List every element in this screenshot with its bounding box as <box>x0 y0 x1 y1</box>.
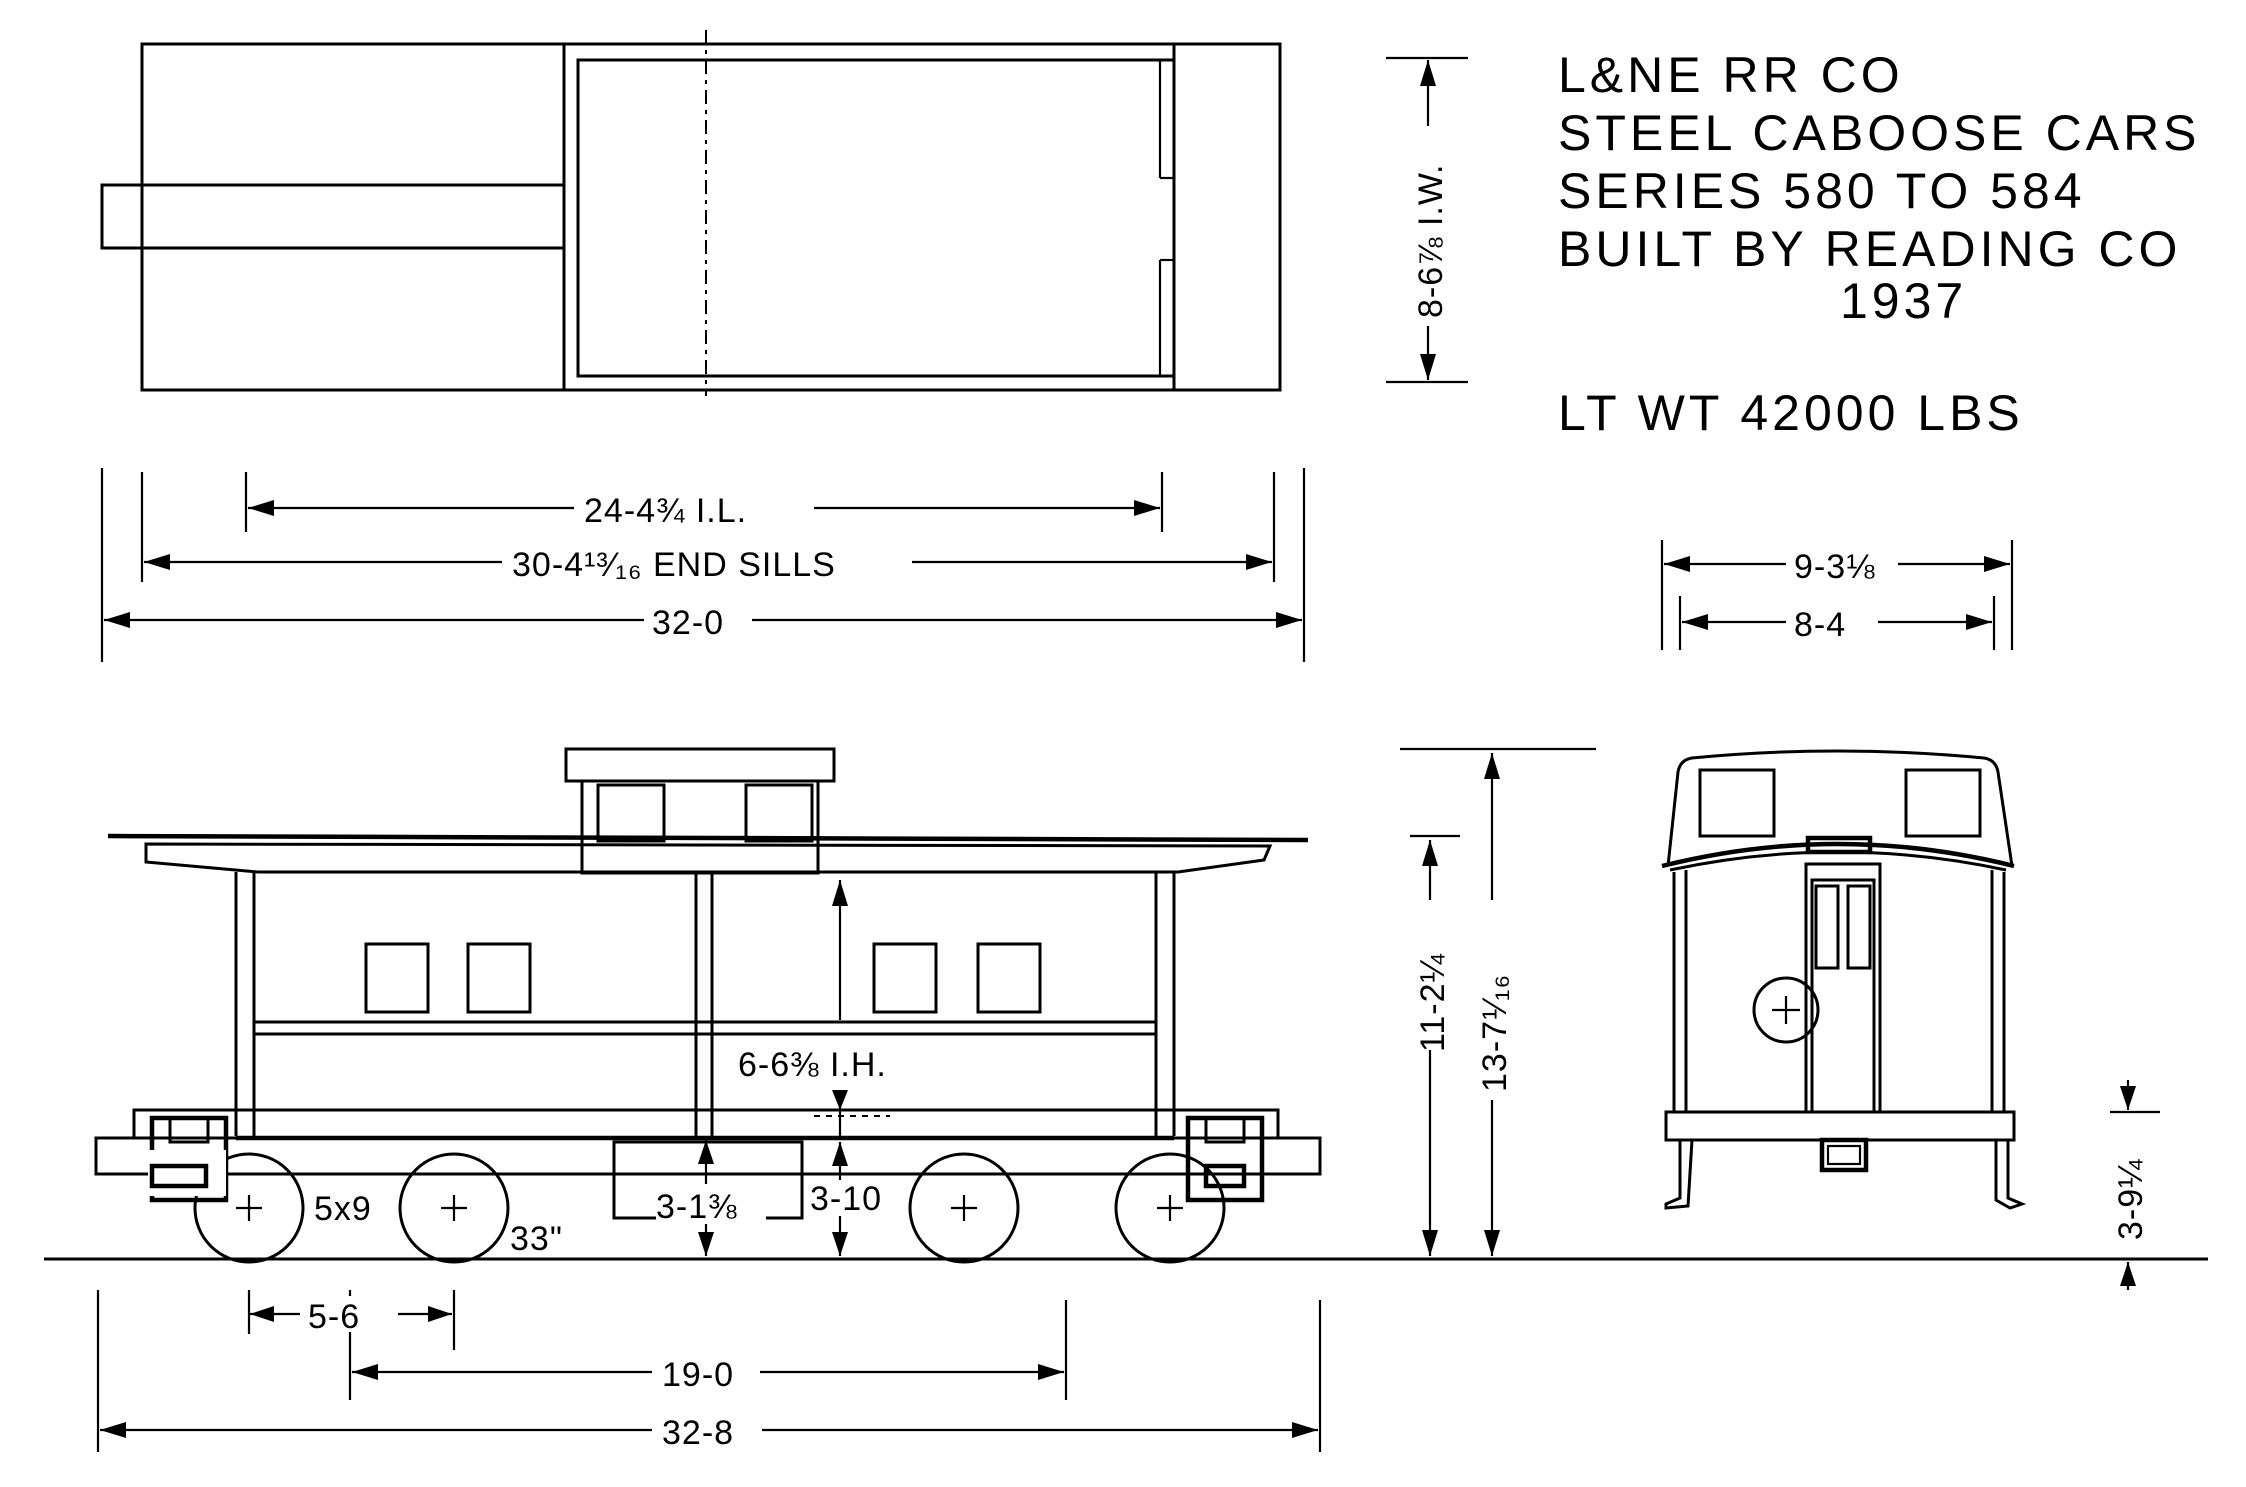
brake-wheel <box>1752 976 1820 1044</box>
cupola-window-left <box>596 783 666 843</box>
end-window-right <box>1904 768 1982 838</box>
end-width-dims: 9-3⅛ 8-4 <box>1660 540 2014 650</box>
end-roof-outline <box>1666 749 2014 867</box>
plan-platform-left <box>100 183 566 250</box>
title-line1: L&NE RR CO <box>1558 47 1904 103</box>
side-window-3 <box>872 942 938 1014</box>
wheel-1 <box>193 1152 305 1264</box>
inside-width-label: 8-6⅞ I.W. <box>1412 164 1450 319</box>
end-width-inner-label: 8-4 <box>1794 606 1846 644</box>
side-window-1 <box>364 942 430 1014</box>
wheel-4 <box>1114 1152 1226 1264</box>
plan-view <box>100 30 1282 396</box>
overall-length-bottom-label: 32-8 <box>662 1414 734 1452</box>
truck-box-label: 3-1⅜ <box>656 1188 738 1226</box>
journal-label: 5x9 <box>314 1190 372 1228</box>
plan-body <box>576 58 1176 378</box>
title-line5: 1937 <box>1840 273 1967 329</box>
end-sills-beam <box>94 1136 1322 1176</box>
end-roof-curve <box>1661 841 2015 869</box>
end-coupler <box>1819 1137 1869 1173</box>
truck-wheelbase-label: 5-6 <box>308 1298 360 1336</box>
inside-height-label: 6-6⅜ I.H. <box>738 1046 887 1084</box>
roof-eaves <box>144 842 1273 874</box>
end-window-left <box>1698 768 1776 838</box>
end-elevation <box>1661 749 2027 1210</box>
plan-length-dims: 24-4¾ I.L. 30-4¹³⁄₁₆ END SILLS 32-0 <box>100 468 1306 662</box>
side-elevation: 6-6⅜ I.H. 3-1⅜ 3-10 5x9 33" <box>44 747 2208 1264</box>
title-block: L&NE RR CO STEEL CABOOSE CARS SERIES 580… <box>1558 47 2201 441</box>
title-line2: STEEL CABOOSE CARS <box>1558 105 2201 161</box>
title-line4: BUILT BY READING CO <box>1558 221 2181 277</box>
wheel-dia-label: 33" <box>510 1220 563 1258</box>
cupola <box>580 779 820 875</box>
wheel-3 <box>908 1152 1020 1264</box>
side-window-2 <box>466 942 532 1014</box>
side-window-4 <box>976 942 1042 1014</box>
coupler-right <box>1185 1115 1265 1203</box>
roof-line <box>107 833 1309 843</box>
wheel-2 <box>398 1152 510 1264</box>
height-dims: 11-2¼ 13-7¹⁄₁₆ <box>1400 747 1596 1256</box>
end-width-outer-label: 9-3⅛ <box>1794 548 1876 586</box>
inside-length-label: 24-4¾ I.L. <box>584 492 747 530</box>
step-height-dim: 3-9¼ <box>2110 1080 2160 1290</box>
end-sills-label: 30-4¹³⁄₁₆ END SILLS <box>512 546 836 584</box>
overall-length-top-label: 32-0 <box>652 604 724 642</box>
overall-height-label: 13-7¹⁄₁₆ <box>1476 974 1514 1092</box>
weight-label: LT WT 42000 LBS <box>1558 385 2024 441</box>
plan-outline <box>140 42 1282 392</box>
inside-width-dim: 8-6⅞ I.W. <box>1386 56 1468 384</box>
title-line3: SERIES 580 TO 584 <box>1558 163 2086 219</box>
side-sill <box>132 1108 1280 1140</box>
bottom-length-dims: 5-6 19-0 32-8 <box>96 1290 1322 1452</box>
cupola-window-right <box>744 783 814 843</box>
truck-centers-label: 19-0 <box>662 1356 734 1394</box>
end-sill <box>1664 1110 2016 1142</box>
cupola-cap <box>564 747 836 783</box>
body-height-label: 11-2¼ <box>1414 953 1452 1052</box>
floor-height-label: 3-10 <box>810 1180 882 1218</box>
step-height-label: 3-9¼ <box>2112 1159 2150 1241</box>
